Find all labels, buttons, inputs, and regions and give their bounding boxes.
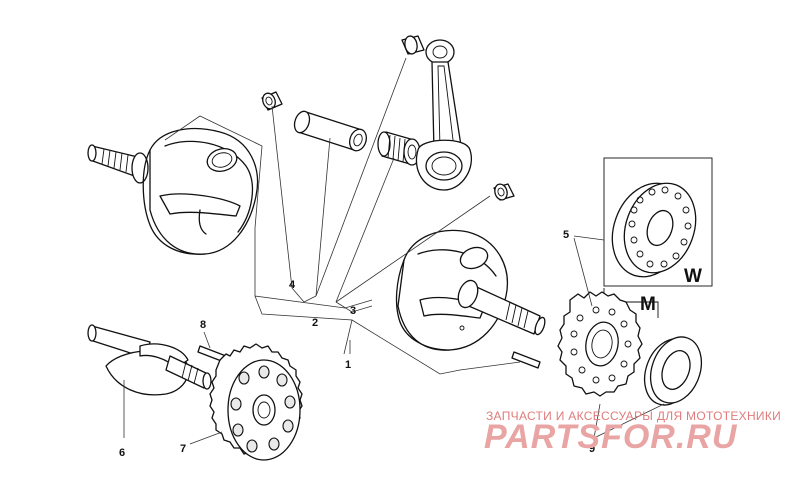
variant-m-label: M xyxy=(640,294,656,315)
callout-3: 3 xyxy=(350,305,356,317)
crankshaft-assembly xyxy=(87,324,212,396)
crank-pin xyxy=(293,110,367,152)
leader-lines xyxy=(123,57,665,445)
variant-w-label: W xyxy=(684,266,702,287)
connecting-rod xyxy=(401,35,472,191)
callout-8: 8 xyxy=(200,319,206,331)
dowel-pin-right xyxy=(511,351,541,369)
callout-1: 1 xyxy=(345,359,351,371)
variant-box-w: W xyxy=(603,157,713,287)
watermark-logo: PARTSFOR.RU xyxy=(484,418,738,456)
gear-w xyxy=(611,182,697,278)
callout-7: 7 xyxy=(180,443,186,455)
needle-roller-bearing xyxy=(377,131,421,166)
crank-pin-bushing-right xyxy=(493,183,515,201)
watermark: ЗАПЧАСТИ И АКСЕССУАРЫ ДЛЯ МОТОТЕХНИКИ PA… xyxy=(484,409,781,456)
variant-box-m: M xyxy=(557,288,659,397)
left-crankshaft-half xyxy=(87,127,259,255)
right-crankshaft-half xyxy=(395,229,546,351)
small-end-bushing xyxy=(261,91,283,111)
primary-drive-gear xyxy=(209,343,303,461)
left-crank-shaft xyxy=(87,144,149,184)
spacer-washer xyxy=(643,336,703,406)
callout-5: 5 xyxy=(563,229,569,241)
gear-m xyxy=(557,291,643,397)
callout-2: 2 xyxy=(312,317,318,329)
callout-9: 9 xyxy=(589,443,595,455)
watermark-tagline: ЗАПЧАСТИ И АКСЕССУАРЫ ДЛЯ МОТОТЕХНИКИ xyxy=(486,409,781,423)
callout-6: 6 xyxy=(119,447,125,459)
callout-4: 4 xyxy=(289,279,296,291)
